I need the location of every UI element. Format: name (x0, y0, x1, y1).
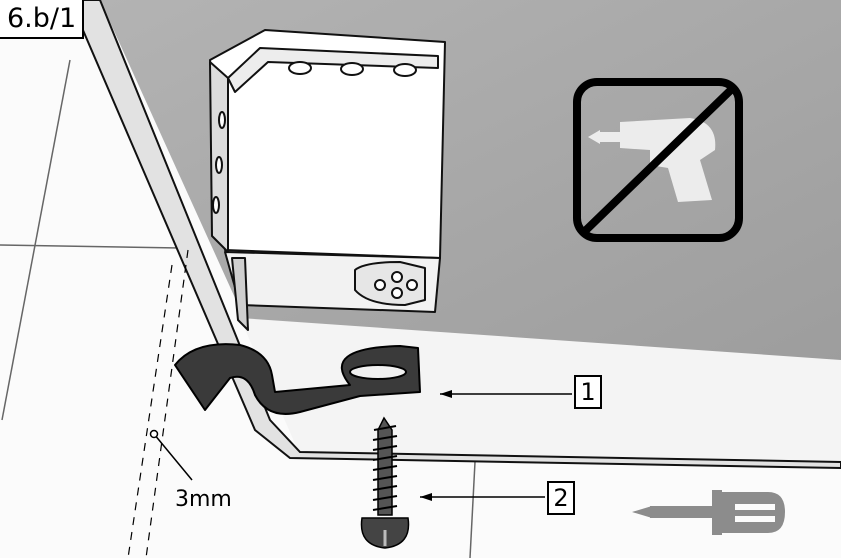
diameter-leader (149, 429, 193, 481)
drill-hole-guides (127, 249, 189, 558)
callout-2: 2 (547, 481, 575, 515)
prohibited-drilling-icon (573, 78, 743, 242)
screw (360, 416, 410, 549)
panel-edge (68, 0, 841, 470)
floor-tile-joints (0, 59, 476, 558)
callout-1: 1 (574, 375, 602, 409)
callout-leader-lines (420, 390, 572, 501)
mounting-clip (174, 343, 421, 415)
hinge-bracket (209, 29, 446, 331)
step-label: 6.b/1 (0, 0, 85, 39)
wall-plug-icon (632, 490, 785, 535)
drill-diameter-label: 3mm (175, 487, 232, 512)
